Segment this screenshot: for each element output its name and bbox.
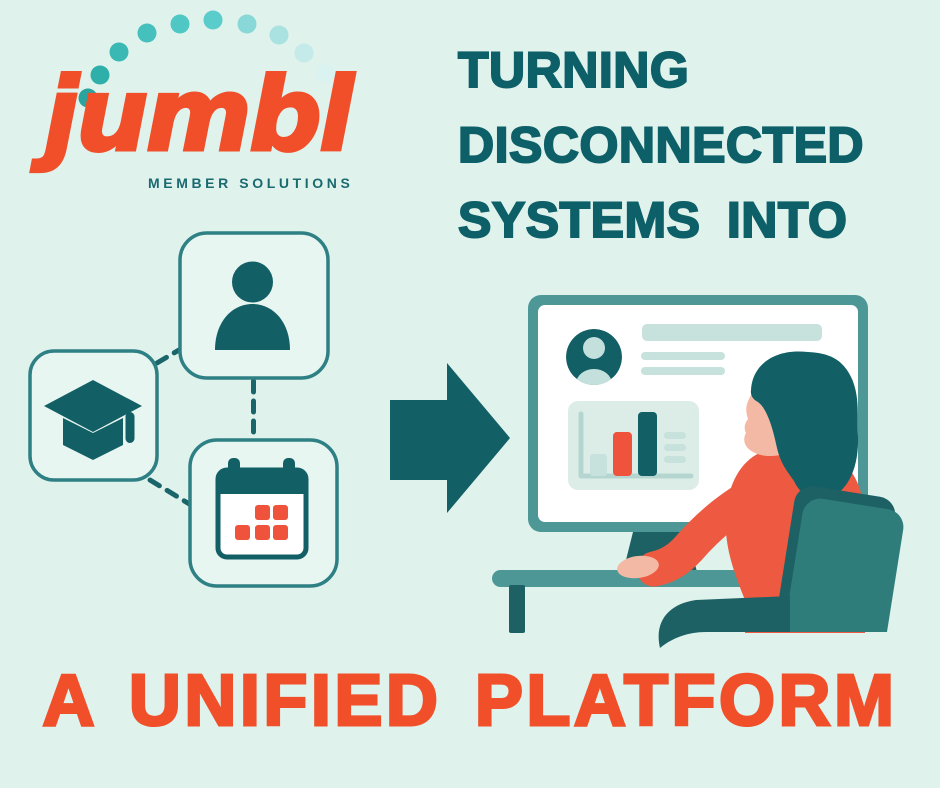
dashboard-ui — [566, 324, 822, 490]
headline: TURNING DISCONNECTED SYSTEMS INTO — [457, 41, 865, 249]
chart-bar-orange — [613, 432, 632, 476]
calendar-icon — [215, 458, 309, 560]
education-card — [28, 349, 159, 482]
chart-legend-line — [664, 432, 686, 439]
logo-dot — [269, 25, 289, 45]
disconnected-systems-diagram — [28, 231, 339, 588]
connector-lines — [147, 347, 256, 508]
desk — [492, 570, 782, 633]
logo-dot — [109, 42, 129, 62]
chart-axes — [578, 411, 694, 479]
user-icon — [215, 261, 290, 350]
logo-dot — [90, 65, 110, 85]
woman-hand — [617, 555, 659, 579]
logo-dot — [203, 10, 223, 30]
chart-bar-small — [590, 454, 607, 476]
dashboard-title-bar — [642, 324, 822, 341]
footer-title: A UNIFIED PLATFORM — [41, 661, 898, 741]
workstation-illustration — [492, 295, 904, 648]
chart-bar-teal — [638, 412, 657, 476]
calendar-card — [188, 438, 339, 588]
woman-arm — [636, 469, 788, 587]
logo-dots-arc — [78, 10, 336, 108]
chart-legend-line — [664, 444, 686, 451]
desk-top — [492, 570, 782, 587]
logo-dot — [294, 43, 314, 63]
connector-education-calendar — [147, 477, 194, 508]
chair-back — [784, 498, 904, 632]
user-card — [178, 231, 330, 380]
logo-dot — [316, 63, 336, 83]
woman-leg — [658, 596, 790, 648]
connector-education-user — [154, 347, 182, 366]
logo-dot — [78, 88, 98, 108]
chart-legend-line — [664, 456, 686, 463]
office-chair — [776, 486, 904, 632]
right-arrow-icon — [390, 363, 510, 513]
dashboard-text-line — [641, 367, 725, 375]
brand-wordmark: jumbl — [43, 56, 356, 175]
logo-dot — [170, 14, 190, 34]
bar-chart-icon — [568, 401, 699, 490]
logo-dot — [137, 23, 157, 43]
brand-tagline: MEMBER SOLUTIONS — [148, 175, 354, 191]
logo-dot — [237, 14, 257, 34]
desk-leg — [509, 585, 525, 633]
avatar-icon — [566, 329, 622, 385]
woman-hair — [750, 351, 859, 500]
dashboard-text-line — [641, 352, 725, 360]
graduation-cap-icon — [44, 380, 142, 460]
